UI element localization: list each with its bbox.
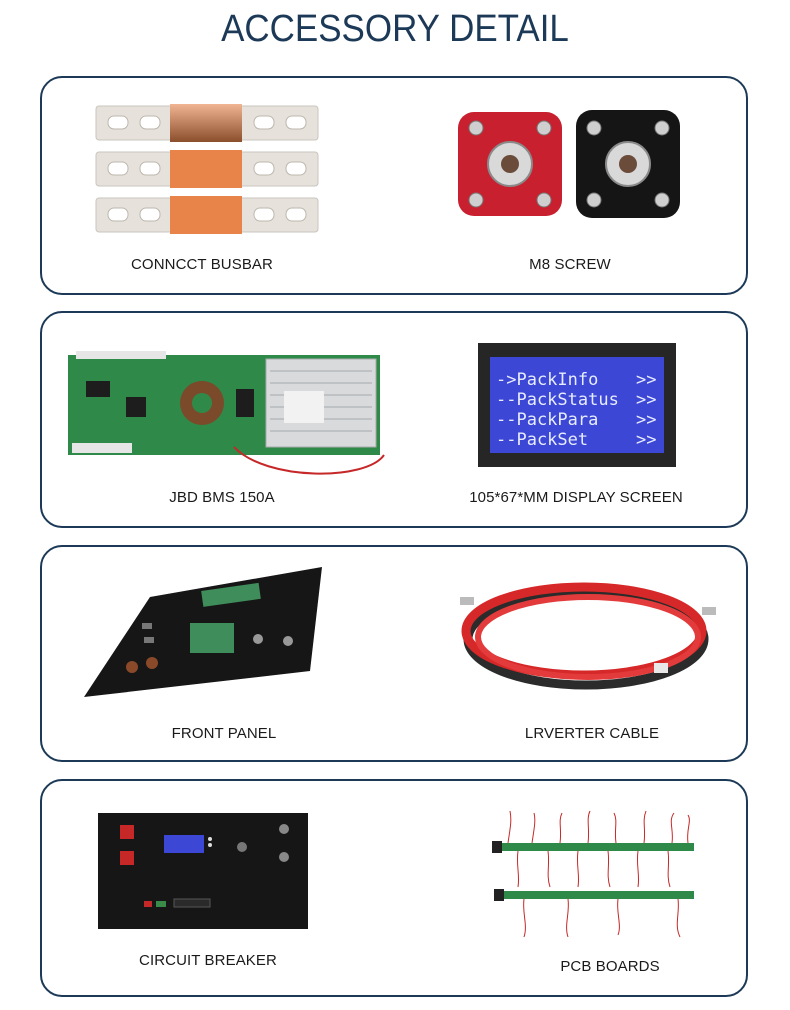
screen-arrow: >> bbox=[636, 430, 656, 450]
circuit-breaker-image bbox=[98, 813, 308, 929]
pcb-boards-image bbox=[488, 809, 704, 941]
screen-line-3: --PackPara bbox=[496, 410, 598, 430]
item-caption: LRVERTER CABLE bbox=[524, 725, 660, 742]
screen-line-1: ->PackInfo bbox=[496, 370, 598, 390]
item-caption: CONNCCT BUSBAR bbox=[131, 256, 273, 273]
item-caption: JBD BMS 150A bbox=[169, 489, 275, 506]
busbar-image bbox=[94, 104, 324, 244]
screen-arrow: >> bbox=[636, 390, 656, 410]
front-panel-image bbox=[80, 567, 330, 701]
cable-image bbox=[458, 577, 720, 697]
accessory-card-1: CONNCCT BUSBAR M8 SCREW bbox=[40, 76, 748, 295]
item-caption: M8 SCREW bbox=[529, 256, 611, 273]
item-caption: 105*67*MM DISPLAY SCREEN bbox=[469, 489, 683, 506]
item-caption: FRONT PANEL bbox=[171, 725, 277, 742]
accessory-card-2: JBD BMS 150A ->PackInfo --PackStatus --P… bbox=[40, 311, 748, 528]
display-screen-image: ->PackInfo --PackStatus --PackPara --Pac… bbox=[478, 343, 676, 467]
m8-screw-image bbox=[456, 108, 686, 220]
page-title: ACCESSORY DETAIL bbox=[221, 8, 569, 50]
item-caption: CIRCUIT BREAKER bbox=[139, 952, 277, 969]
accessory-card-4: CIRCUIT BREAKER PCB BOARDS bbox=[40, 779, 748, 997]
item-caption: PCB BOARDS bbox=[560, 958, 660, 975]
screen-line-4: --PackSet bbox=[496, 430, 588, 450]
screen-line-2: --PackStatus bbox=[496, 390, 619, 410]
accessory-card-3: FRONT PANEL LRVERTER CABLE bbox=[40, 545, 748, 762]
bms-board-image bbox=[66, 351, 386, 485]
screen-arrow: >> bbox=[636, 410, 656, 430]
screen-arrow: >> bbox=[636, 370, 656, 390]
